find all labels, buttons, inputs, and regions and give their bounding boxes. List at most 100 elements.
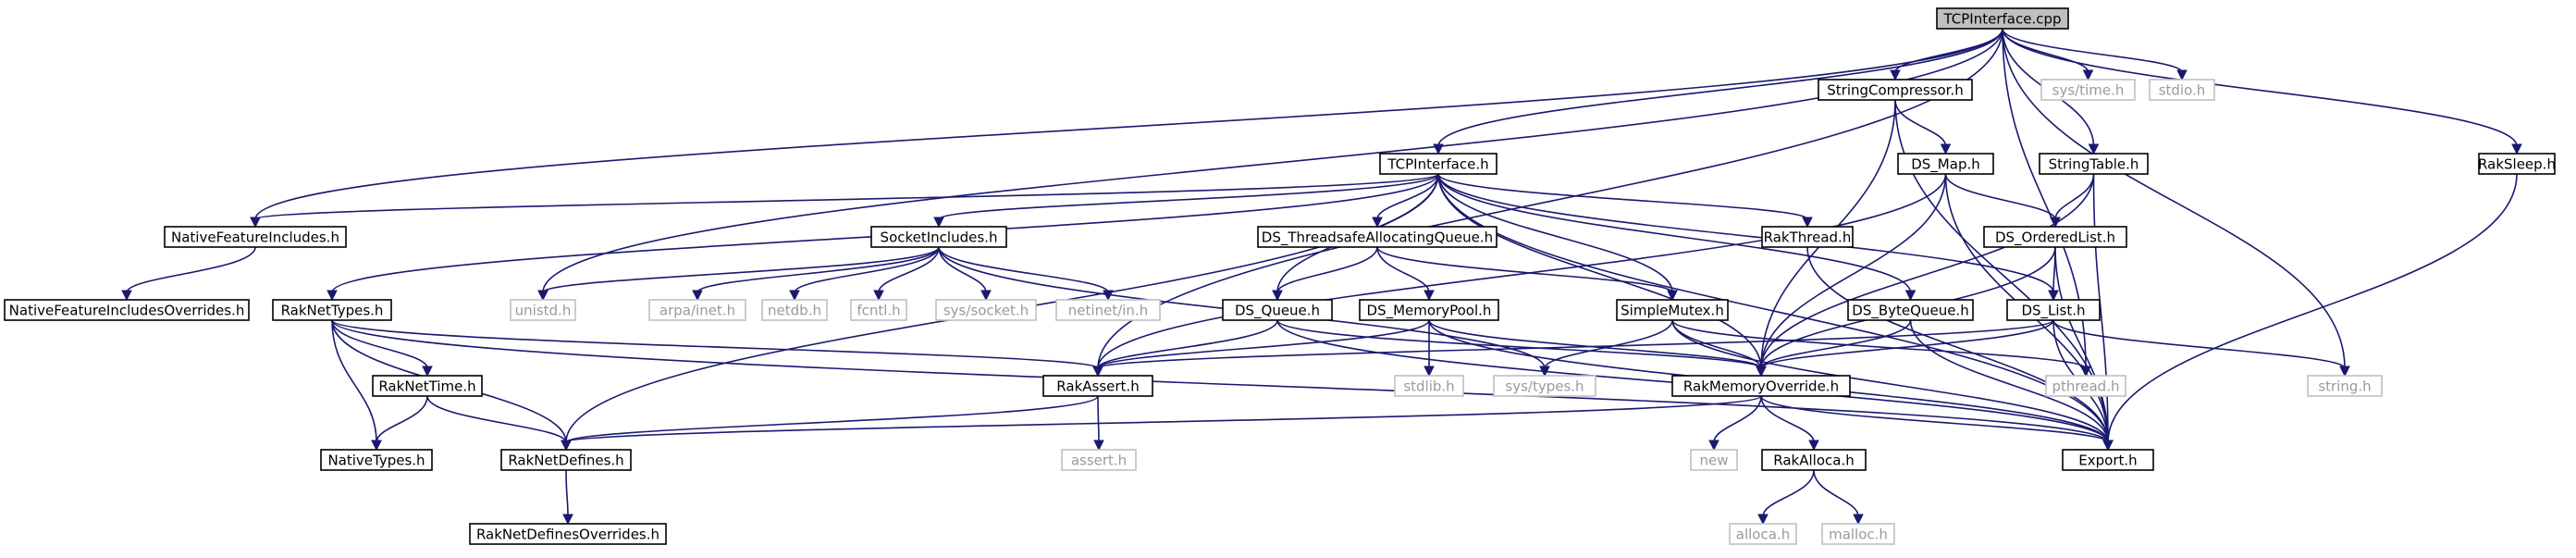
node-raksleep[interactable]: RakSleep.h (2478, 153, 2556, 175)
edge-dsqueue-to-rakmemover (1276, 319, 1762, 369)
edge-strtab-to-dsol (2054, 173, 2095, 220)
node-alloca: alloca.h (1729, 523, 1797, 545)
edge-root-to-stdio (2002, 28, 2183, 73)
node-arpa: arpa/inet.h (648, 299, 746, 321)
arrowhead-rakmemover-to-export (2102, 440, 2114, 452)
node-label-stdio: stdio.h (2159, 82, 2206, 99)
node-label-sockinc: SocketIncludes.h (881, 229, 998, 246)
node-stdio: stdio.h (2149, 79, 2215, 101)
edge-rakassert-to-raknetdefines (565, 395, 1099, 443)
node-syssocket: sys/socket.h (935, 299, 1037, 321)
arrowhead-root-to-strtab (2088, 143, 2100, 155)
arrowhead-strcomp-to-dsmap (1940, 143, 1952, 155)
edge-tcph-to-dslist (1437, 173, 2054, 293)
edge-tcph-to-dstaq (1376, 173, 1439, 220)
edge-nfi-to-nfio (126, 246, 256, 293)
node-box-malloc (1821, 523, 1895, 545)
node-label-strcomp: StringCompressor.h (1827, 82, 1964, 99)
node-label-dsbytequeue: DS_ByteQueue.h (1852, 303, 1968, 320)
node-netinet: netinet/in.h (1055, 299, 1161, 321)
node-simplemutex[interactable]: SimpleMutex.h (1616, 299, 1729, 321)
arrowhead-raknettime-to-nativetypes (371, 440, 382, 452)
node-root[interactable]: TCPInterface.cpp (1936, 7, 2069, 30)
arrowhead-root-to-strcomp (1890, 69, 1901, 81)
node-rakalloca[interactable]: RakAlloca.h (1761, 449, 1867, 471)
edge-dsbytequeue-to-export (1909, 319, 2109, 443)
node-dsbytequeue[interactable]: DS_ByteQueue.h (1847, 299, 1974, 321)
node-dsqueue[interactable]: DS_Queue.h (1222, 299, 1333, 321)
node-label-strtab: StringTable.h (2049, 156, 2139, 173)
node-pthread: pthread.h (2045, 375, 2126, 397)
arrowhead-rakmemover-to-new (1708, 440, 1719, 452)
arrowhead-tcph-to-nfi (250, 217, 261, 229)
arrowhead-simplemutex-to-systypes (1539, 366, 1550, 378)
node-sockinc[interactable]: SocketIncludes.h (870, 226, 1007, 248)
node-label-raksleep: RakSleep.h (2478, 156, 2556, 173)
node-box-systime (2040, 79, 2136, 101)
node-nfi[interactable]: NativeFeatureIncludes.h (164, 226, 347, 248)
node-dslist[interactable]: DS_List.h (2006, 299, 2101, 321)
node-label-dsmempool: DS_MemoryPool.h (1367, 303, 1492, 320)
edge-sockinc-to-netinet (938, 246, 1109, 293)
node-label-systime: sys/time.h (2052, 82, 2125, 99)
node-box-dstaq (1257, 226, 1498, 248)
node-label-raknetdefines: RakNetDefines.h (508, 453, 623, 469)
node-label-root: TCPInterface.cpp (1942, 11, 2061, 28)
arrowhead-root-to-stdio (2176, 69, 2188, 81)
edge-rakalloca-to-alloca (1762, 469, 1815, 517)
node-rakmemover[interactable]: RakMemoryOverride.h (1671, 375, 1851, 397)
edge-dsbytequeue-to-rakmemover (1760, 319, 1912, 369)
arrowhead-raknetdefines-to-rndo (562, 514, 573, 526)
node-nfio[interactable]: NativeFeatureIncludesOverrides.h (4, 299, 250, 321)
edge-sockinc-to-arpa (696, 246, 940, 293)
node-label-simplemutex: SimpleMutex.h (1621, 303, 1724, 319)
node-dsmempool[interactable]: DS_MemoryPool.h (1359, 299, 1499, 321)
node-assert: assert.h (1061, 449, 1137, 471)
node-label-syssocket: sys/socket.h (943, 303, 1029, 319)
node-label-pthread: pthread.h (2052, 378, 2120, 395)
node-tcph[interactable]: TCPInterface.h (1379, 153, 1498, 175)
node-label-rakassert: RakAssert.h (1056, 378, 1139, 395)
node-box-strcomp (1818, 79, 1973, 101)
node-box-dsqueue (1222, 299, 1333, 321)
node-stdlib: stdlib.h (1394, 375, 1464, 397)
node-export[interactable]: Export.h (2062, 449, 2154, 471)
node-box-simplemutex (1616, 299, 1729, 321)
node-box-raksleep (2478, 153, 2556, 175)
edge-dslist-to-rakassert (1097, 319, 2054, 369)
node-raknettime[interactable]: RakNetTime.h (372, 375, 483, 397)
node-rndo[interactable]: RakNetDefinesOverrides.h (469, 523, 667, 545)
node-dstaq[interactable]: DS_ThreadsafeAllocatingQueue.h (1257, 226, 1498, 248)
node-box-alloca (1729, 523, 1797, 545)
node-label-nfio: NativeFeatureIncludesOverrides.h (9, 303, 245, 319)
node-label-rakalloca: RakAlloca.h (1773, 453, 1854, 469)
node-strtab[interactable]: StringTable.h (2039, 153, 2149, 175)
node-label-malloc: malloc.h (1829, 527, 1888, 543)
node-box-new (1690, 449, 1738, 471)
node-box-raknettime (372, 375, 483, 397)
edge-dsmempool-to-rakassert (1097, 319, 1430, 369)
node-label-raknettime: RakNetTime.h (378, 378, 475, 395)
arrowhead-tcph-to-sockinc (933, 217, 944, 229)
node-raknettypes[interactable]: RakNetTypes.h (272, 299, 392, 321)
edge-raknettime-to-nativetypes (376, 395, 428, 443)
node-strcomp[interactable]: StringCompressor.h (1818, 79, 1973, 101)
node-box-rakmemover (1671, 375, 1851, 397)
node-dsol[interactable]: DS_OrderedList.h (1983, 226, 2127, 248)
node-dsmap[interactable]: DS_Map.h (1897, 153, 1994, 175)
edge-root-to-stringh (2002, 28, 2346, 369)
node-box-rakassert (1042, 375, 1153, 397)
node-nativetypes[interactable]: NativeTypes.h (320, 449, 433, 471)
arrowhead-tcph-to-dsbytequeue (1904, 290, 1917, 302)
arrowhead-nfi-to-nfio (121, 290, 132, 302)
edge-rakalloca-to-malloc (1813, 469, 1859, 517)
node-rakassert[interactable]: RakAssert.h (1042, 375, 1153, 397)
node-rakthread[interactable]: RakThread.h (1761, 226, 1854, 248)
arrowhead-sockinc-to-fcntl (873, 290, 884, 302)
node-unistd: unistd.h (510, 299, 576, 321)
node-raknetdefines[interactable]: RakNetDefines.h (500, 449, 632, 471)
node-box-nativetypes (320, 449, 433, 471)
edge-rakmemover-to-raknetdefines (565, 395, 1762, 443)
edge-raknettypes-to-export (331, 319, 2109, 443)
node-label-alloca: alloca.h (1736, 527, 1790, 543)
